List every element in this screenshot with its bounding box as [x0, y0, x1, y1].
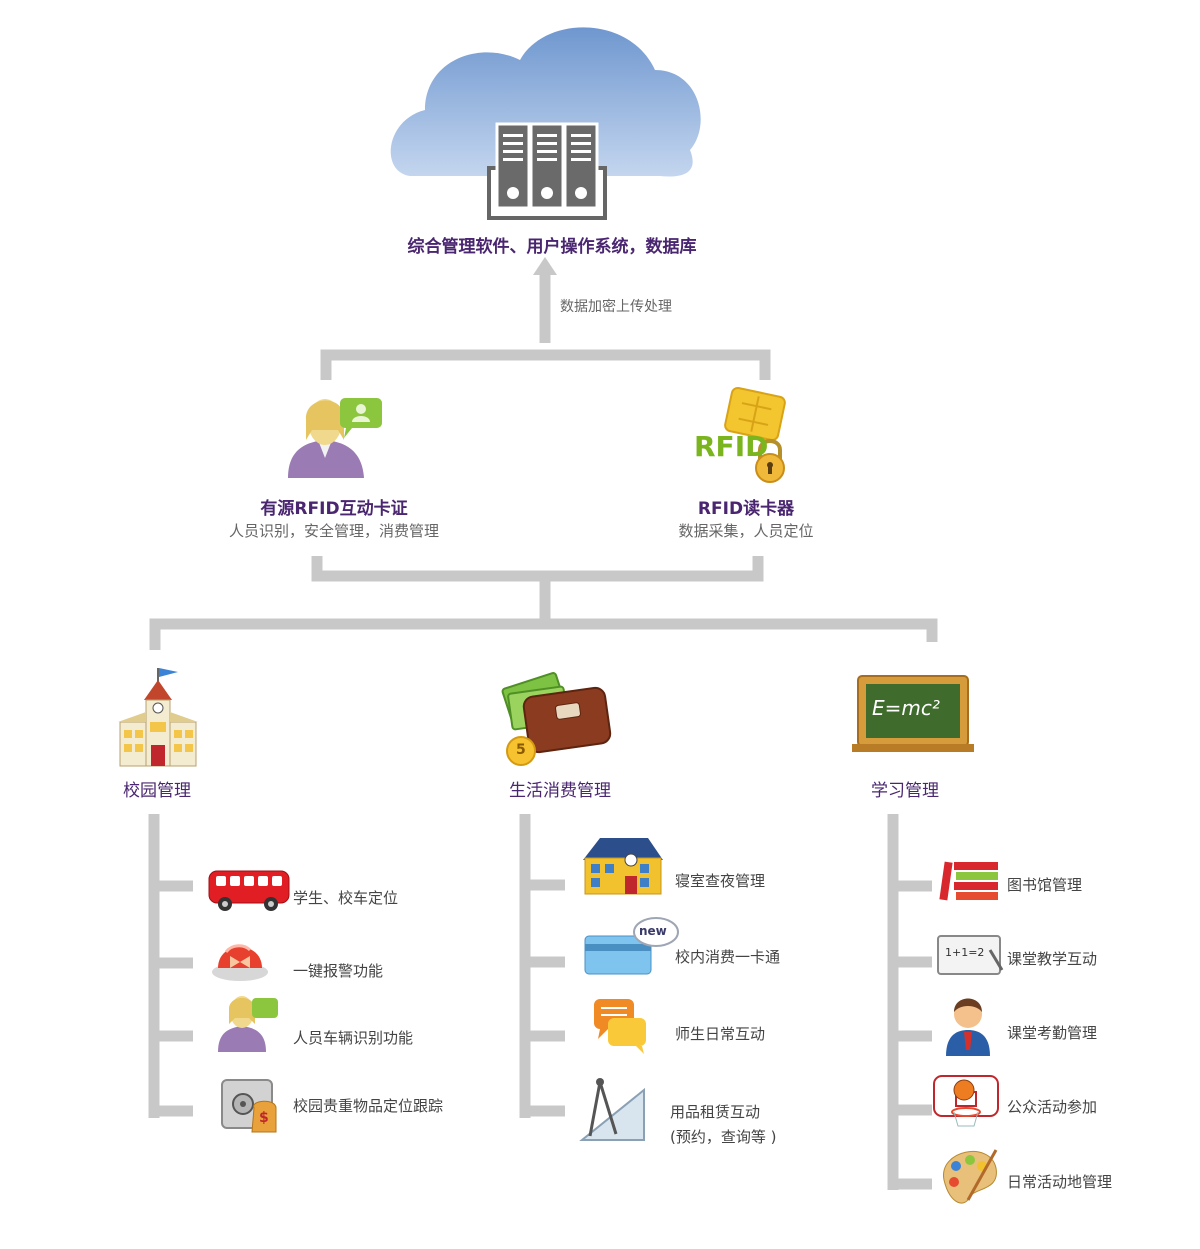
- rfid-card-title: 有源RFID互动卡证: [260, 499, 408, 519]
- upload-label: 数据加密上传处理: [560, 299, 672, 315]
- rfid-chip-icon: [724, 386, 786, 483]
- bus-icon: [208, 870, 290, 911]
- list-item: 图书馆管理: [1007, 876, 1083, 894]
- list-item: 公众活动参加: [1007, 1098, 1098, 1116]
- rfid-icon-text: RFID: [694, 430, 769, 463]
- whiteboard-text: 1+1=2: [945, 946, 985, 959]
- list-item: 学生、校车定位: [293, 889, 399, 907]
- blackboard-text: E=mc²: [872, 696, 940, 720]
- whiteboard-icon: [937, 935, 1004, 975]
- upload-arrow-head: [533, 257, 557, 275]
- list-item: 校园贵重物品定位跟踪: [293, 1097, 444, 1115]
- list-item: 用品租赁互动: [670, 1103, 761, 1121]
- list-item: 人员车辆识别功能: [293, 1029, 414, 1047]
- top-bracket: [320, 349, 771, 380]
- school-building-icon: [118, 668, 198, 767]
- rfid-reader-title: RFID读卡器: [697, 499, 795, 519]
- coin-text: 5: [516, 742, 526, 758]
- rfid-card-subtitle: 人员识别，安全管理，消费管理: [228, 522, 440, 540]
- money-wallet-icon: [501, 672, 612, 766]
- server-icon: [487, 122, 607, 220]
- column-head-campus: 校园管理: [123, 781, 191, 801]
- list-item: 寝室查夜管理: [675, 872, 766, 890]
- alarm-light-icon: [212, 944, 268, 981]
- cloud: [390, 27, 701, 177]
- column-head-consumption: 生活消费管理: [509, 781, 611, 801]
- dormitory-house-icon: [583, 838, 663, 895]
- person-id-icon: [218, 996, 278, 1052]
- paint-palette-icon: [943, 1149, 998, 1204]
- chat-bubbles-icon: [594, 999, 646, 1054]
- blackboard-icon: [852, 675, 974, 752]
- ruler-compass-icon: [579, 1078, 645, 1141]
- basketball-hoop-icon: [933, 1075, 999, 1127]
- teacher-avatar-icon: [946, 998, 990, 1056]
- list-item: 日常活动地管理: [1007, 1173, 1113, 1191]
- list-item: 一键报警功能: [293, 962, 384, 980]
- bottom-bracket: [149, 618, 938, 650]
- safe-money-icon: [221, 1079, 277, 1133]
- list-item: 校内消费一卡通: [675, 948, 781, 966]
- new-badge: new: [639, 924, 667, 938]
- list-item-note: (预约，查询等 ): [670, 1128, 777, 1146]
- middle-bracket: [311, 556, 764, 582]
- card-new-icon: [584, 917, 679, 975]
- rfid-reader-subtitle: 数据采集，人员定位: [678, 522, 814, 540]
- money-symbol: $: [259, 1110, 269, 1126]
- column-head-learning: 学习管理: [871, 781, 939, 801]
- user-chat-icon: [288, 398, 382, 478]
- list-item: 师生日常互动: [675, 1025, 766, 1043]
- list-item: 课堂教学互动: [1007, 950, 1098, 968]
- top-title: 综合管理软件、用户操作系统，数据库: [407, 237, 697, 257]
- books-icon: [939, 861, 998, 901]
- list-item: 课堂考勤管理: [1007, 1024, 1098, 1042]
